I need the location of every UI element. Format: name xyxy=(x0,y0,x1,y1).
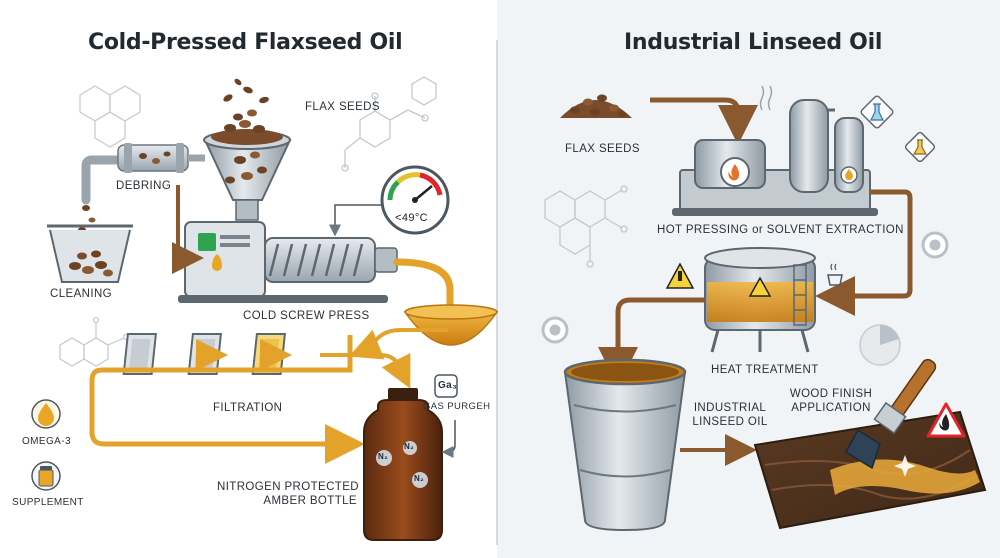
label-cold-screw-press: COLD SCREW PRESS xyxy=(243,310,370,323)
label-extraction: HOT PRESSING or SOLVENT EXTRACTION xyxy=(657,224,904,237)
omega-3-icon xyxy=(32,400,60,428)
label-wood-line-1: WOOD FINISH xyxy=(776,388,886,401)
label-n2-c: N₂ xyxy=(414,474,424,483)
label-debring: DEBRING xyxy=(116,180,171,193)
control-panel-icon xyxy=(198,233,216,251)
label-linseed-line-1: INDUSTRIAL xyxy=(680,402,780,415)
supplement-bottle-icon xyxy=(32,462,60,490)
label-n2-b: N₂ xyxy=(404,442,414,451)
label-linseed-line-2: LINSEED OIL xyxy=(680,416,780,429)
label-flax-seeds: FLAX SEEDS xyxy=(305,101,380,114)
left-panel-title: Cold-Pressed Flaxseed Oil xyxy=(88,30,402,55)
label-omega-3: OMEGA-3 xyxy=(22,436,71,448)
label-filtration: FILTRATION xyxy=(213,402,282,415)
gear-icon xyxy=(923,233,947,257)
label-temperature: <49°C xyxy=(395,212,428,225)
label-cleaning: CLEANING xyxy=(50,288,112,301)
label-bottle-line-1: NITROGEN PROTECTED xyxy=(217,481,357,494)
label-gas-purge: GAS PURGEH xyxy=(423,402,490,413)
label-n2-a: N₂ xyxy=(378,452,388,461)
label-bottle-line-2: AMBER BOTTLE xyxy=(217,495,357,508)
pie-chart-icon xyxy=(860,325,900,365)
label-heat-treatment: HEAT TREATMENT xyxy=(711,364,819,377)
label-gas-symbol: Ga₃ xyxy=(438,380,457,392)
label-wood-line-2: APPLICATION xyxy=(776,402,886,415)
cleaning-bin xyxy=(47,226,133,282)
label-supplement: SUPPLEMENT xyxy=(12,497,84,509)
label-right-flax-seeds: FLAX SEEDS xyxy=(565,143,640,156)
gear-icon-small xyxy=(543,318,567,342)
metal-bucket xyxy=(565,360,685,530)
right-panel-title: Industrial Linseed Oil xyxy=(624,30,882,55)
